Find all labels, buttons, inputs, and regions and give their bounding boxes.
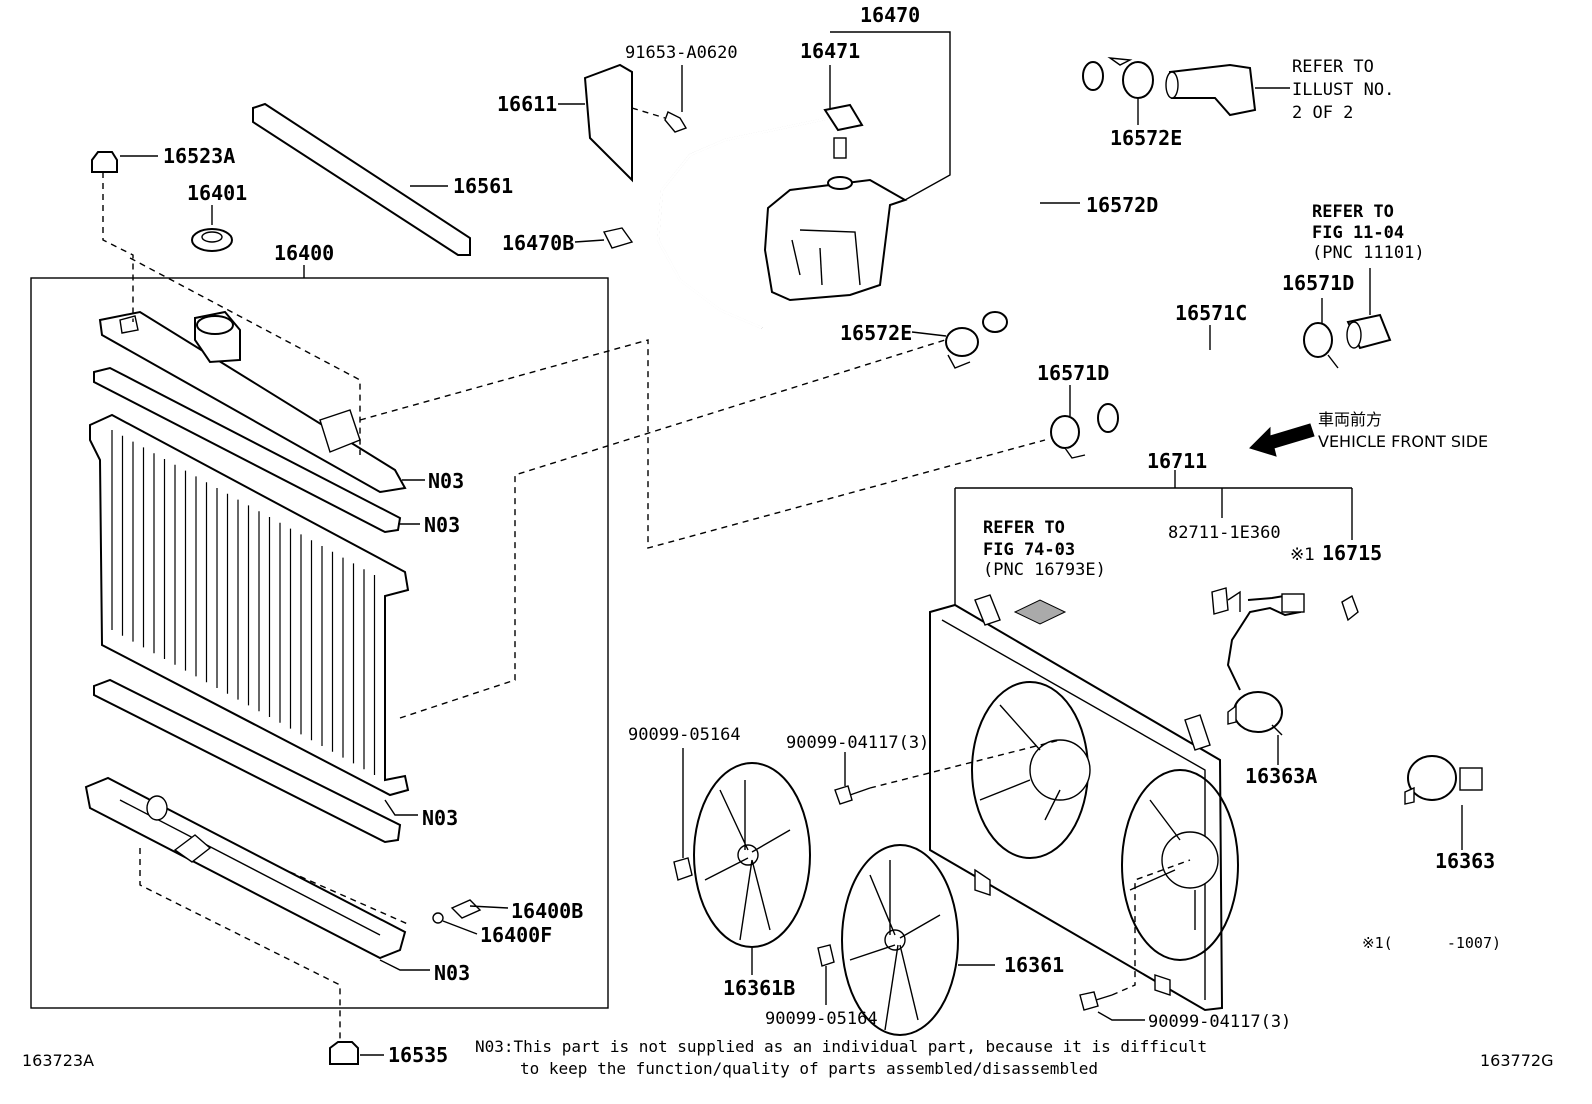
reservoir-tank bbox=[763, 176, 908, 302]
label-90099-04117-a: 90099-04117(3) bbox=[786, 733, 929, 753]
radiator-cap-16401 bbox=[191, 205, 233, 252]
label-16470: 16470 bbox=[860, 3, 920, 27]
label-16361B: 16361B bbox=[723, 976, 795, 1000]
label-16561: 16561 bbox=[453, 174, 513, 198]
water-outlet bbox=[1165, 63, 1290, 117]
label-91653-A0620: 91653-A0620 bbox=[625, 43, 738, 63]
fan-motor-16363 bbox=[1404, 755, 1483, 850]
bolt-90099-04117-a bbox=[834, 739, 1061, 805]
refer-illust-line2: ILLUST NO. bbox=[1292, 80, 1394, 100]
clip-16715 bbox=[1341, 594, 1359, 622]
bolt-91653 bbox=[631, 65, 688, 133]
radiator-hose-16571C bbox=[1097, 325, 1290, 433]
hose-clamp-16571D-mid bbox=[1050, 385, 1086, 459]
hose-clamp-16571D-top bbox=[1303, 298, 1339, 369]
n03-leaders bbox=[379, 479, 430, 971]
label-90099-05164-b: 90099-05164 bbox=[765, 1009, 878, 1029]
bolt-90099-04117-b bbox=[1079, 859, 1191, 1021]
refer-illust-line1: REFER TO bbox=[1292, 57, 1374, 77]
radiator-guide-lines bbox=[102, 172, 1046, 1040]
radiator-cap-16523A bbox=[91, 151, 158, 173]
label-16572E-mid: 16572E bbox=[840, 321, 912, 345]
code-left: 163723A bbox=[22, 1051, 94, 1070]
refer-fig11-line2: FIG 11-04 bbox=[1312, 223, 1404, 243]
label-N03-2: N03 bbox=[424, 513, 460, 537]
label-N03-1: N03 bbox=[428, 469, 464, 493]
label-N03-3: N03 bbox=[422, 806, 458, 830]
reference-notes: REFER TO ILLUST NO. 2 OF 2 REFER TO FIG … bbox=[22, 57, 1553, 1078]
clip-16470B bbox=[574, 227, 634, 249]
label-16715: 16715 bbox=[1322, 541, 1382, 565]
label-16400B: 16400B bbox=[511, 899, 583, 923]
vehicle-front-jp: 車両前方 bbox=[1318, 410, 1382, 429]
radiator-upper-tank bbox=[98, 310, 407, 494]
label-16571D-top: 16571D bbox=[1282, 271, 1354, 295]
fan-motor-16363A bbox=[1226, 593, 1305, 765]
mark-16715: ※1 bbox=[1290, 545, 1315, 565]
label-90099-05164-a: 90099-05164 bbox=[628, 725, 741, 745]
vehicle-front-arrow bbox=[1249, 423, 1315, 457]
label-16572D: 16572D bbox=[1086, 193, 1158, 217]
callout-labels: 16470 91653-A0620 16471 16611 16523A 164… bbox=[163, 3, 1495, 1067]
drain-cock bbox=[432, 899, 509, 935]
radiator-support-seal-16561 bbox=[252, 102, 471, 256]
label-16400: 16400 bbox=[274, 241, 334, 265]
connector-82711 bbox=[1211, 587, 1241, 615]
vehicle-front-en: VEHICLE FRONT SIDE bbox=[1318, 432, 1488, 451]
callout-leader-16470 bbox=[830, 31, 951, 201]
fan-16361B bbox=[693, 762, 811, 975]
refer-fig74-line2: FIG 74-03 bbox=[983, 540, 1075, 560]
drain-plug-16535 bbox=[329, 1041, 384, 1065]
label-N03-4: N03 bbox=[434, 961, 470, 985]
radiator-hose-16572D bbox=[982, 54, 1104, 333]
upper-gasket bbox=[93, 366, 402, 534]
radiator-assembly-frame bbox=[30, 265, 609, 1009]
radiator-core bbox=[89, 413, 410, 797]
label-16471: 16471 bbox=[800, 39, 860, 63]
label-16363: 16363 bbox=[1435, 849, 1495, 873]
hose-clamp-16572E-mid bbox=[911, 327, 979, 369]
nut-90099-05164-b bbox=[817, 944, 835, 1005]
fan-assembly-callout bbox=[954, 470, 1353, 615]
fan-shroud bbox=[929, 594, 1239, 1012]
label-16571C: 16571C bbox=[1175, 301, 1247, 325]
label-16401: 16401 bbox=[187, 181, 247, 205]
label-16572E-top: 16572E bbox=[1110, 126, 1182, 150]
bracket-16611 bbox=[558, 63, 633, 183]
water-inlet-pipe bbox=[1346, 268, 1392, 350]
label-plate bbox=[1013, 599, 1067, 625]
refer-illust-line3: 2 OF 2 bbox=[1292, 103, 1353, 123]
label-16523A: 16523A bbox=[163, 144, 235, 168]
n03-note-line1: N03:This part is not supplied as an indi… bbox=[475, 1037, 1207, 1056]
label-90099-04117-b: 90099-04117(3) bbox=[1148, 1012, 1291, 1032]
label-82711-1E360: 82711-1E360 bbox=[1168, 523, 1281, 543]
reservoir-cap-16471 bbox=[823, 65, 864, 159]
reservoir-hose bbox=[656, 116, 831, 330]
label-16611: 16611 bbox=[497, 92, 557, 116]
fan-16361 bbox=[841, 844, 995, 1036]
code-right: 163772G bbox=[1480, 1051, 1553, 1070]
refer-fig11-line1: REFER TO bbox=[1312, 202, 1394, 222]
label-16363A: 16363A bbox=[1245, 764, 1317, 788]
hose-clamp-16572E-top bbox=[1107, 57, 1154, 125]
refer-fig74-line3: (PNC 16793E) bbox=[983, 560, 1106, 580]
nut-90099-05164-a bbox=[673, 748, 693, 881]
refer-fig11-line3: (PNC 11101) bbox=[1312, 243, 1425, 263]
refer-fig74-line1: REFER TO bbox=[983, 518, 1065, 538]
label-16535: 16535 bbox=[388, 1043, 448, 1067]
label-16361: 16361 bbox=[1004, 953, 1064, 977]
label-16400F: 16400F bbox=[480, 923, 552, 947]
footnote-mark: ※1( -1007) bbox=[1362, 934, 1501, 952]
label-16571D-mid: 16571D bbox=[1037, 361, 1109, 385]
label-16711: 16711 bbox=[1147, 449, 1207, 473]
lower-gasket bbox=[93, 678, 402, 844]
label-16470B: 16470B bbox=[502, 231, 574, 255]
radiator-lower-tank bbox=[84, 776, 407, 960]
n03-note-line2: to keep the function/quality of parts as… bbox=[520, 1059, 1098, 1078]
